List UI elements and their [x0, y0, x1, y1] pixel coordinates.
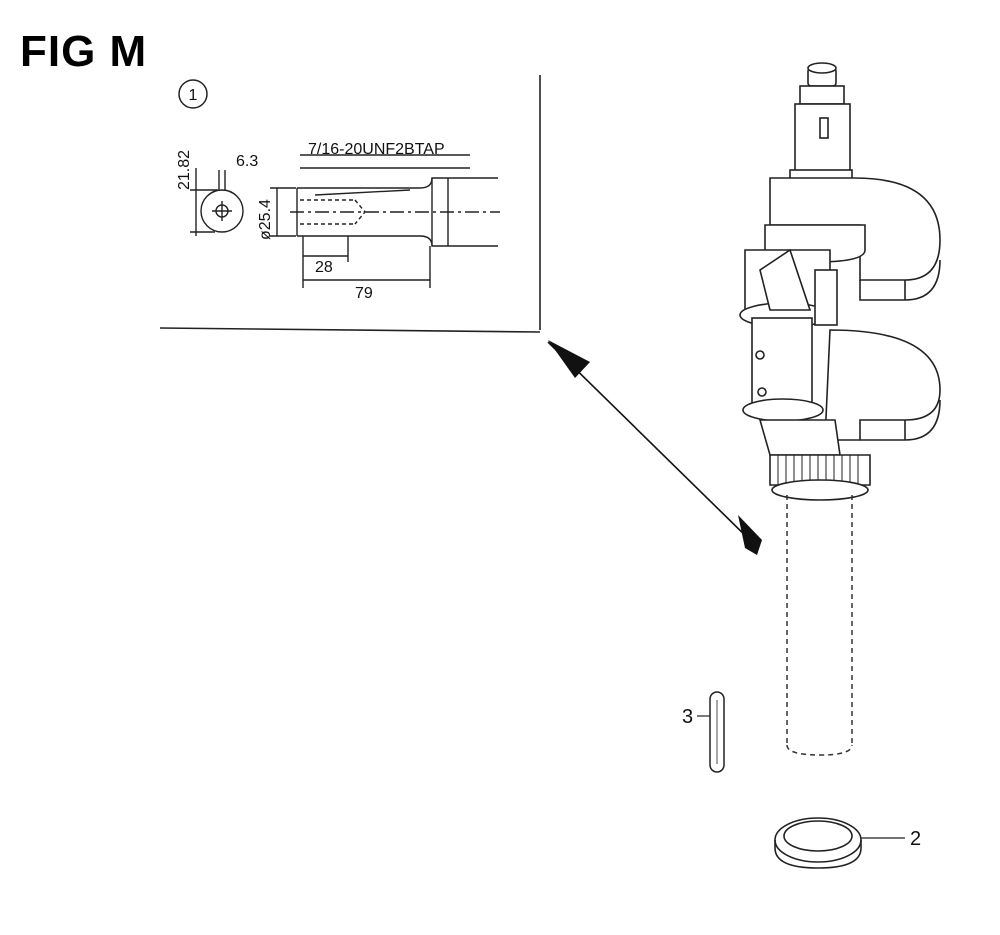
shaft-end-view — [190, 168, 244, 236]
crankshaft — [739, 62, 941, 501]
shaft-side-view — [270, 154, 500, 288]
keyway-width-label: 6.3 — [236, 153, 258, 170]
part-2-seal — [774, 817, 862, 869]
part-3-callout: 3 — [682, 706, 693, 728]
thread-spec-label: 7/16-20UNF2BTAP — [308, 141, 445, 158]
detail-number-badge: 1 — [178, 79, 208, 109]
figure-title: FIG M — [20, 27, 148, 76]
detail-inset — [159, 75, 541, 333]
shaft-diameter-label: ø25.4 — [257, 199, 274, 240]
thread-depth-label: 28 — [315, 259, 333, 276]
crankshaft-lower-shaft — [786, 495, 853, 756]
detail-pointer-arrow — [547, 340, 762, 555]
keyway-depth-label: 21.82 — [176, 150, 193, 190]
detail-number: 1 — [189, 87, 198, 104]
part-2-callout: 2 — [910, 828, 921, 850]
shaft-length-label: 79 — [355, 285, 373, 302]
part-3-pin — [709, 691, 725, 773]
